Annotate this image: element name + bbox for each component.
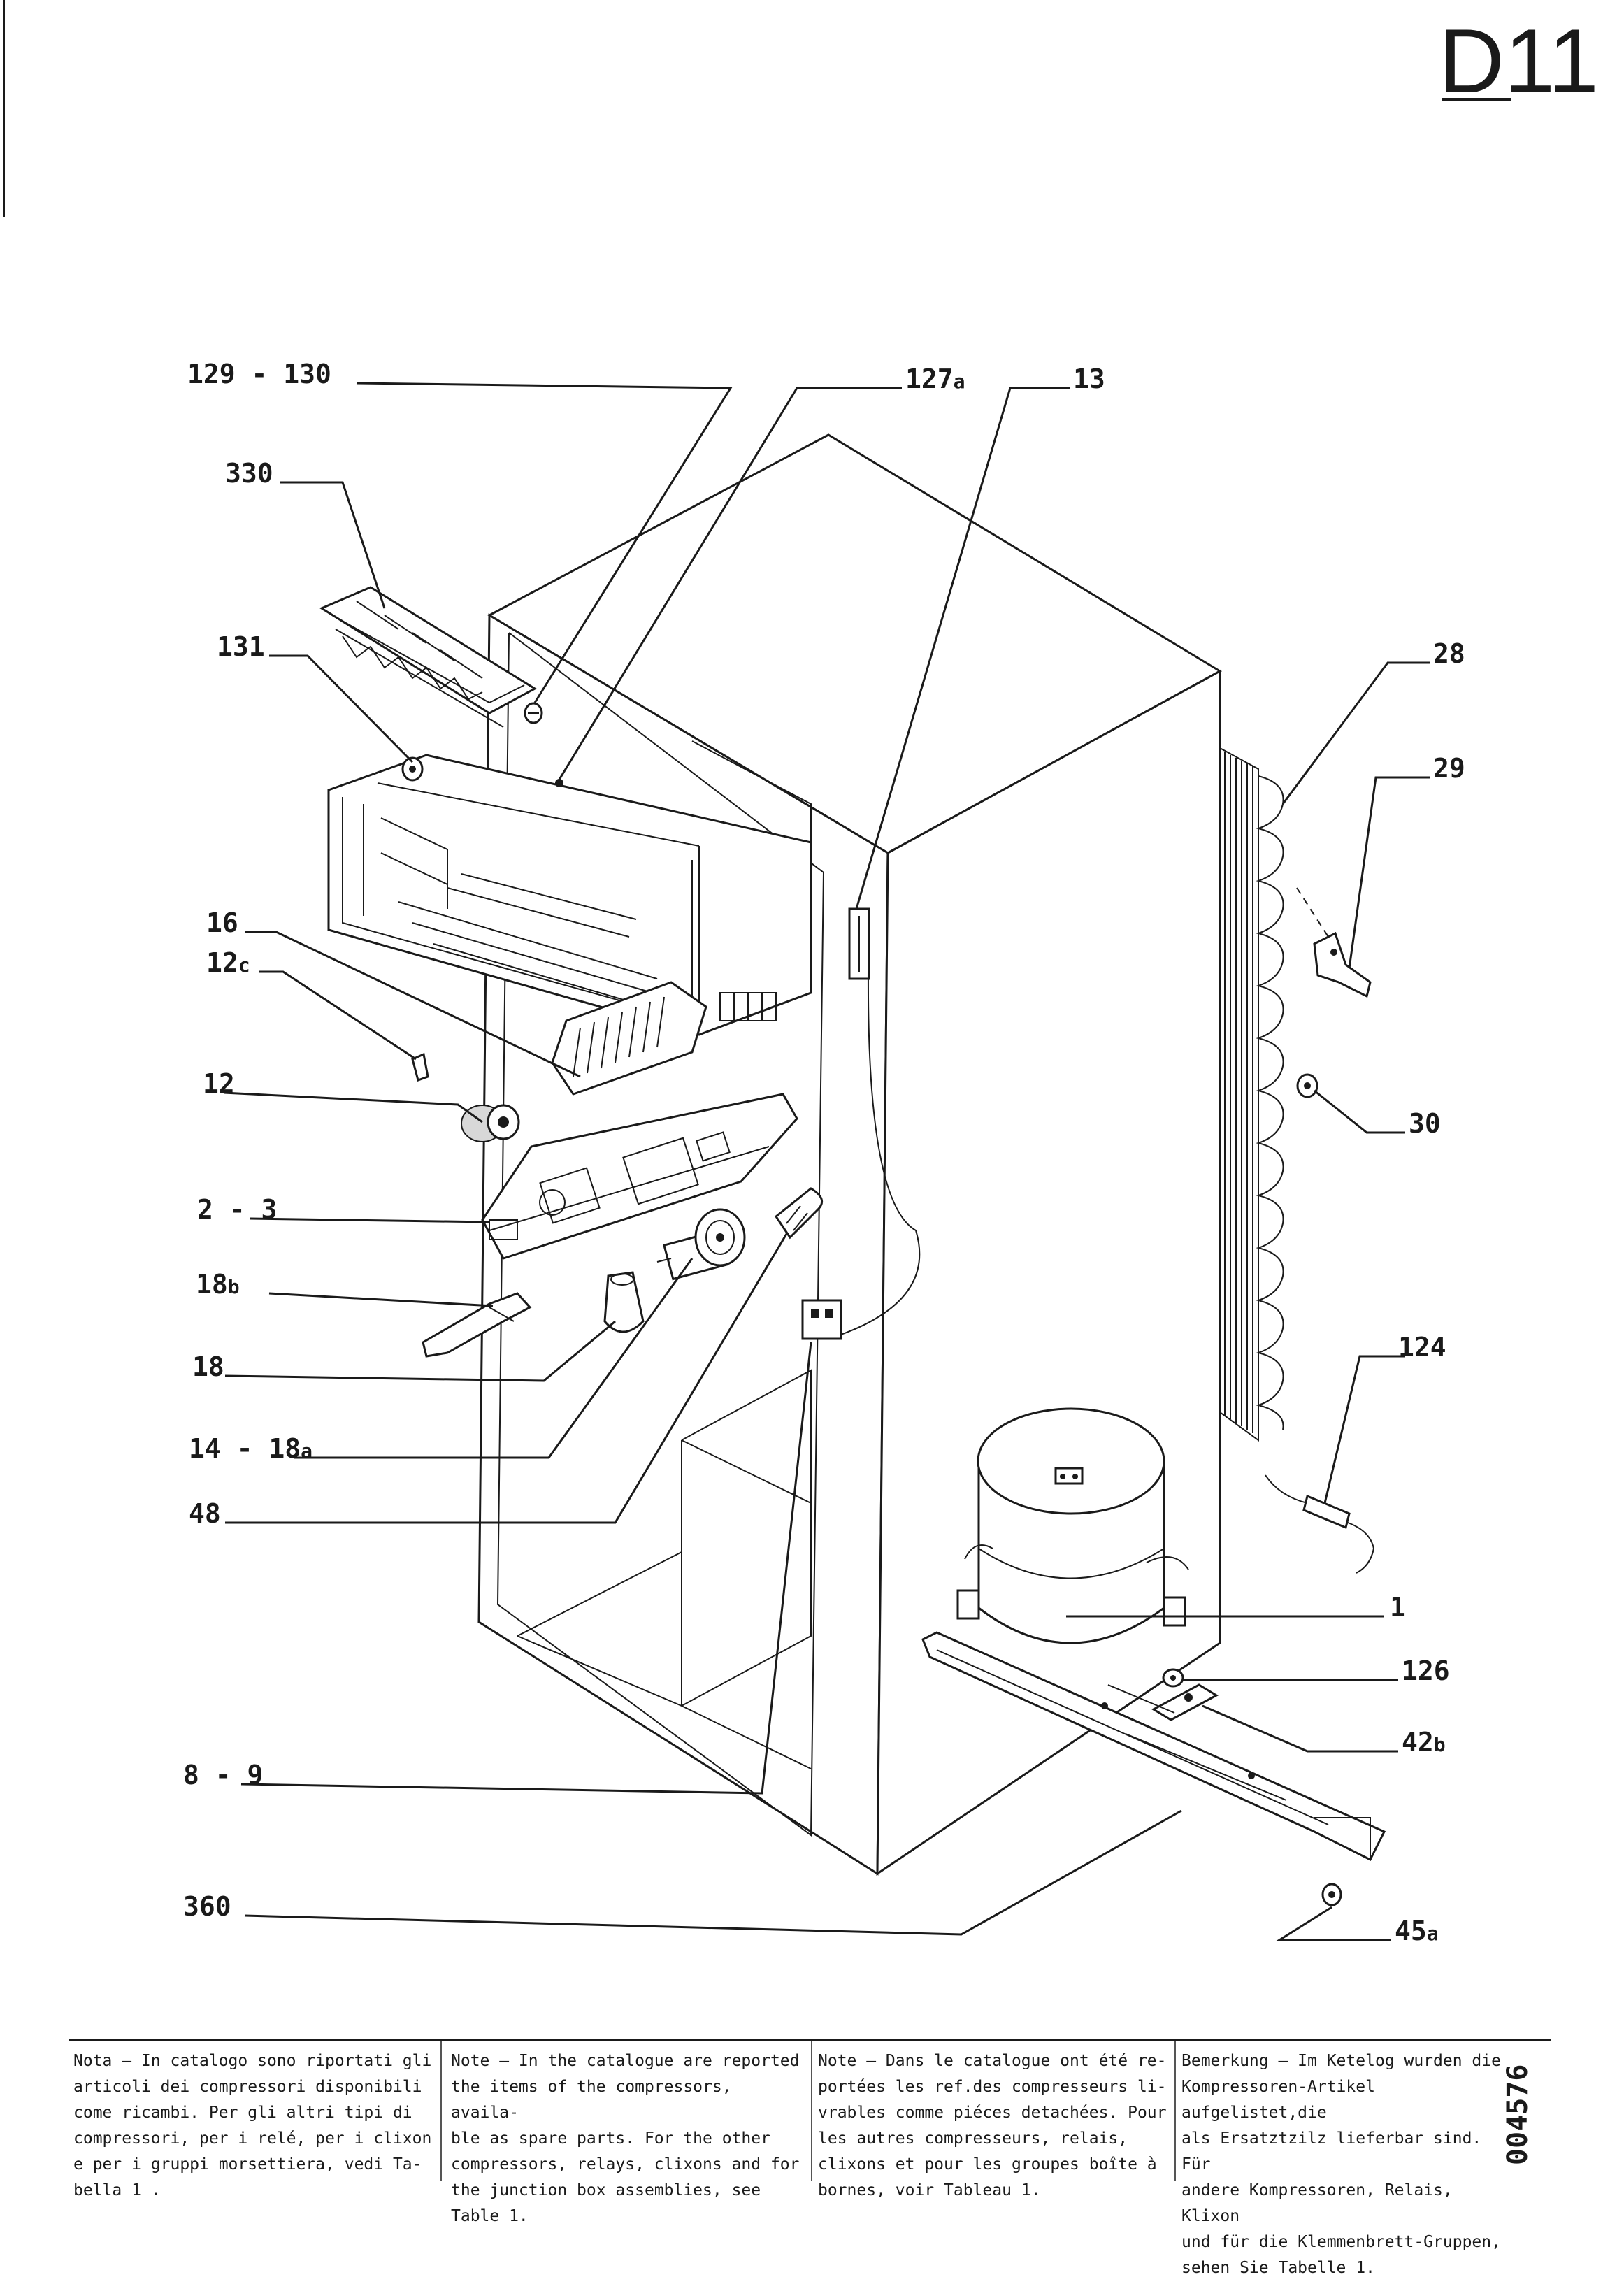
thermostat-knob	[461, 1104, 520, 1142]
callout-14-18a-num: 14 - 18	[189, 1433, 301, 1464]
callout-127a-num: 127	[905, 364, 954, 394]
freezer-evaporator	[327, 754, 812, 1036]
callout-12c: 12c	[206, 947, 250, 978]
callout-42b-num: 42	[1402, 1727, 1434, 1758]
callout-127a-sub: a	[954, 370, 965, 393]
callout-127a: 127a	[905, 364, 965, 394]
note-column-separator	[811, 2041, 812, 2181]
foot	[1321, 1883, 1342, 1906]
callout-330: 330	[225, 458, 273, 489]
note-italian: Nota – In catalogo sono riportati gli ar…	[73, 2052, 432, 2199]
callout-45a: 45a	[1395, 1916, 1439, 1946]
exploded-view-diagram: 129 - 130 127a 13 330 131 28 29 16 12c 1…	[183, 359, 1465, 1946]
callout-18b: 18b	[196, 1269, 240, 1300]
note-column-separator	[1174, 2041, 1176, 2181]
note-english: Note – In the catalogue are reported the…	[451, 2052, 800, 2225]
callout-45a-sub: a	[1427, 1922, 1439, 1945]
callout-18: 18	[192, 1351, 224, 1382]
leader-lines	[223, 382, 1430, 1941]
mounting-plate	[1151, 1683, 1219, 1721]
condenser-wires	[1224, 752, 1253, 1433]
ice-tray	[319, 586, 537, 728]
condenser-coil	[1219, 747, 1284, 1442]
callout-18b-sub: b	[228, 1275, 240, 1298]
lamp-cover	[422, 1292, 532, 1358]
thermostat	[656, 1208, 746, 1281]
callout-1: 1	[1390, 1592, 1406, 1623]
callout-8-9: 8 - 9	[183, 1760, 263, 1790]
margin-rule	[3, 0, 5, 217]
callout-29: 29	[1433, 753, 1465, 784]
callout-360: 360	[183, 1891, 231, 1922]
evaporator-grill	[551, 981, 707, 1096]
callout-12: 12	[203, 1068, 235, 1099]
door-switch	[848, 907, 870, 980]
filter-drier	[1265, 1474, 1375, 1574]
screw-129-130	[524, 702, 543, 724]
callout-124: 124	[1398, 1332, 1446, 1363]
callout-129-130: 129 - 130	[187, 359, 331, 389]
callout-14-18a-sub: a	[301, 1439, 312, 1463]
page-code-underline	[1442, 98, 1511, 101]
lamp-bulb	[774, 1187, 824, 1240]
callout-labels: 129 - 130 127a 13 330 131 28 29 16 12c 1…	[183, 359, 1465, 1946]
junction-box	[801, 1299, 842, 1340]
condenser-bracket	[1296, 887, 1372, 998]
callout-28: 28	[1433, 638, 1465, 669]
callout-42b: 42b	[1402, 1727, 1446, 1758]
cable	[838, 971, 921, 1336]
note-french: Note – Dans le catalogue ont été re- por…	[818, 2052, 1167, 2199]
callout-45a-num: 45	[1395, 1916, 1427, 1946]
notes-divider	[69, 2039, 1551, 2041]
lamp-holder	[603, 1271, 645, 1333]
callout-30: 30	[1409, 1108, 1441, 1139]
callout-2-3: 2 - 3	[197, 1194, 277, 1225]
screw-131	[401, 756, 424, 782]
callout-48: 48	[189, 1498, 221, 1529]
callout-14-18a: 14 - 18a	[189, 1433, 312, 1464]
note-german: Bemerkung – Im Ketelog wurden die Kompre…	[1181, 2052, 1501, 2277]
callout-13: 13	[1073, 364, 1105, 394]
callout-16: 16	[206, 907, 238, 938]
document-code: 004576	[1502, 2064, 1534, 2166]
compressor	[956, 1407, 1189, 1644]
bracket-screw	[1296, 1073, 1318, 1098]
callout-12c-num: 12	[206, 947, 238, 978]
callout-42b-sub: b	[1434, 1733, 1446, 1756]
base-rail	[921, 1631, 1386, 1862]
control-panel	[481, 1093, 798, 1260]
callout-126: 126	[1402, 1655, 1450, 1686]
callout-18b-num: 18	[196, 1269, 228, 1300]
callout-12c-sub: c	[238, 954, 250, 977]
page-code: D11	[1439, 10, 1599, 112]
callout-131: 131	[217, 631, 265, 662]
note-column-separator	[440, 2041, 442, 2181]
thermostat-pin	[411, 1052, 429, 1082]
grommet	[1162, 1668, 1184, 1688]
